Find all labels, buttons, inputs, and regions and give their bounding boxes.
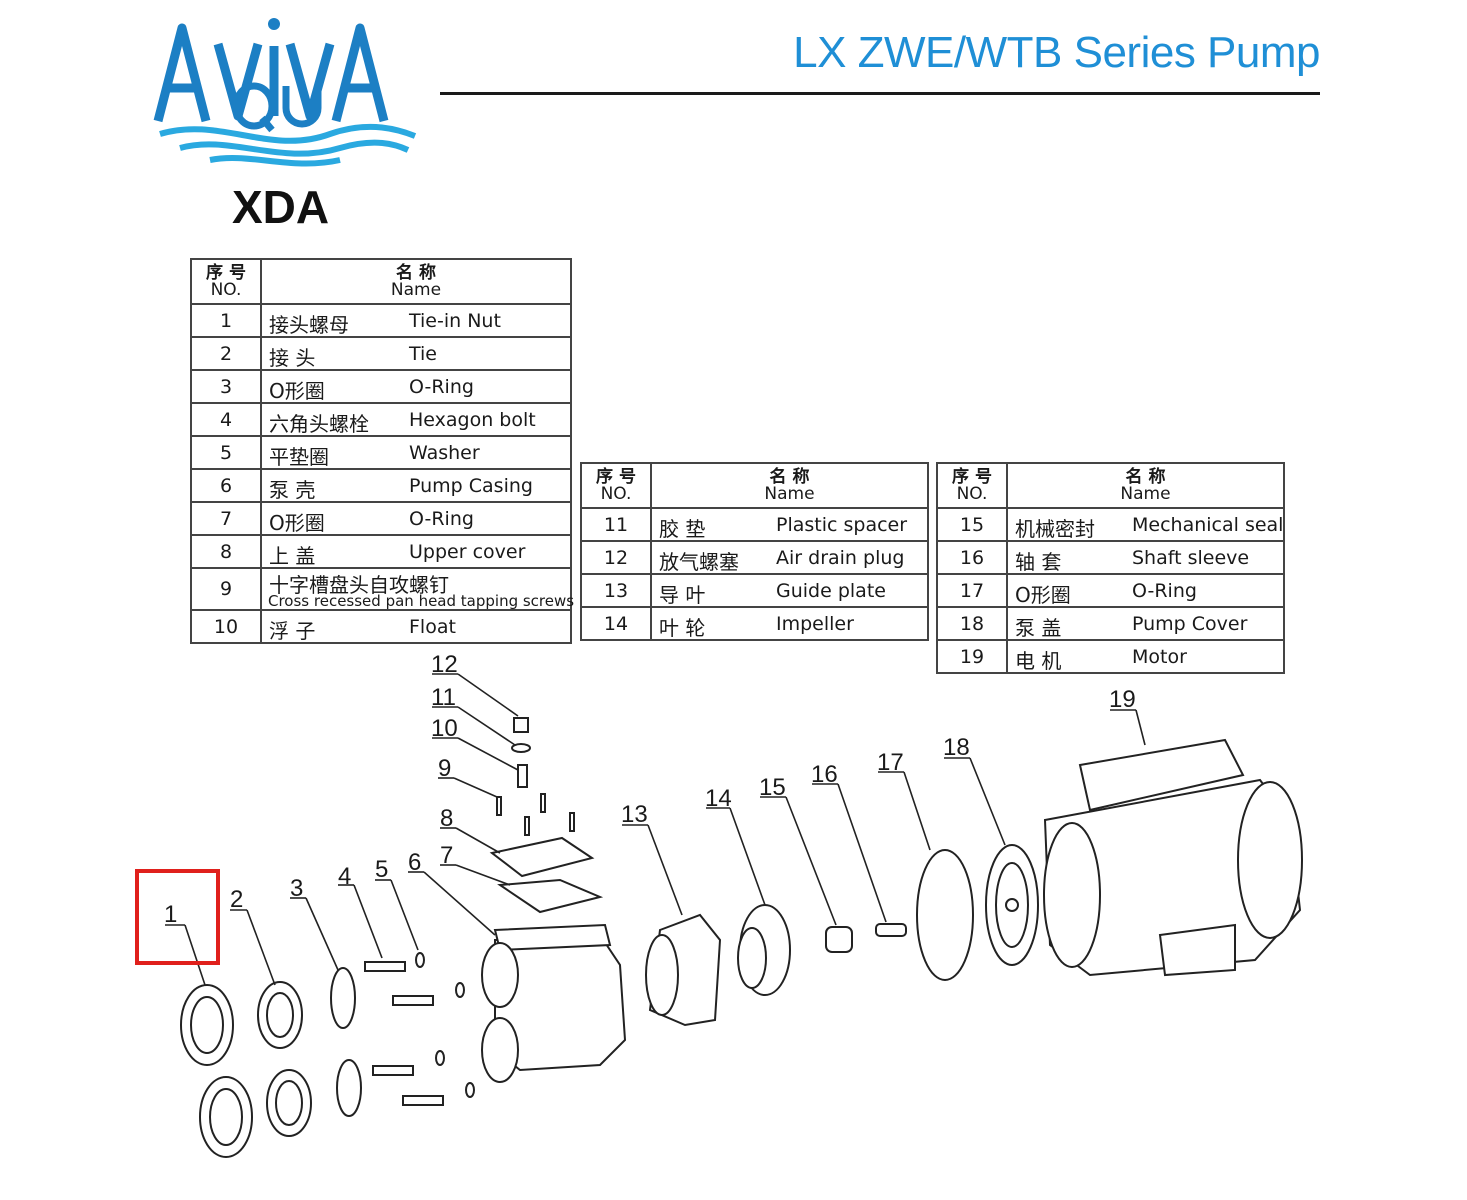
callout-5: 5 [375,856,388,883]
part-11-plastic-spacer [511,743,531,753]
callout-14: 14 [705,785,732,812]
title-divider [440,92,1320,95]
part-7-o-ring [497,878,604,914]
part-12-air-drain-plug [513,717,529,733]
callout-2: 2 [230,886,243,913]
callout-13: 13 [621,801,648,828]
callout-10: 10 [431,715,458,742]
part-13-guide-plate [645,913,722,1027]
callout-7: 7 [440,842,453,869]
callout-9: 9 [438,755,451,782]
part-8-upper-cover [489,836,595,878]
part-15-mechanical-seal [825,926,853,953]
callout-18: 18 [943,734,970,761]
part-14-impeller [737,904,791,996]
callout-15: 15 [759,774,786,801]
callout-16: 16 [811,761,838,788]
callout-17: 17 [877,749,904,776]
part-10-float [517,764,528,788]
part-9-screw [496,793,575,836]
leader-lines [165,673,1146,986]
part-1-tie-in-nut [180,984,253,1158]
part-18-pump-cover [985,844,1039,966]
highlight-box [135,869,220,965]
part-2-tie [257,981,312,1137]
callout-19: 19 [1109,686,1136,713]
callout-12: 12 [431,651,458,678]
model-label: XDA [232,181,330,233]
callout-11: 11 [431,684,456,711]
callout-1: 1 [164,901,177,928]
page-title: LX ZWE/WTB Series Pump [793,28,1320,77]
part-17-o-ring [916,849,974,981]
callout-3: 3 [290,875,303,902]
part-6-pump-casing [481,923,627,1083]
callout-8: 8 [440,805,453,832]
part-5-washer [415,952,475,1098]
callout-6: 6 [408,849,421,876]
part-16-shaft-sleeve [875,923,907,937]
part-3-o-ring [330,967,362,1117]
callout-4: 4 [338,863,351,890]
aviva-aqua-logo [153,18,417,167]
part-4-hexagon-bolt [364,961,444,1106]
part-19-motor [1043,738,1303,977]
